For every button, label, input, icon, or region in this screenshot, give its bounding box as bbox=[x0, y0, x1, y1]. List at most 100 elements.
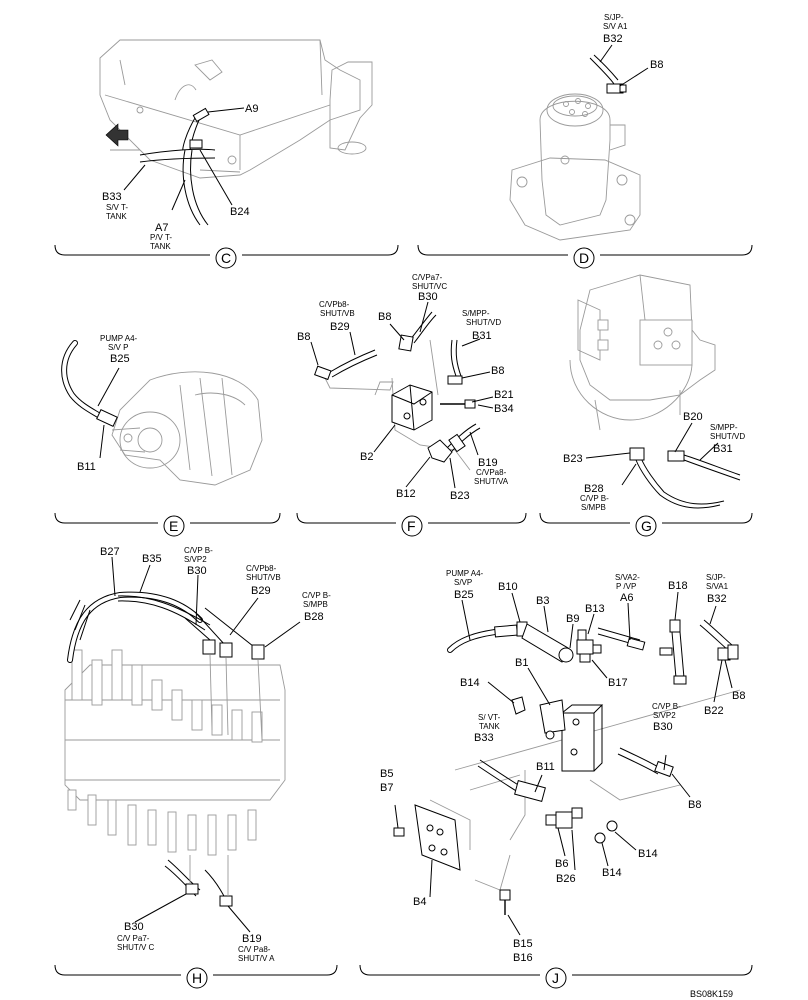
label-b30-j: B30 bbox=[653, 721, 673, 733]
section-d-bracket bbox=[417, 244, 753, 269]
label-b8-f-right: B8 bbox=[491, 365, 504, 377]
section-marker-d: D bbox=[579, 250, 589, 266]
note-f-b31-line1: S/MPP- bbox=[462, 309, 490, 318]
label-b35: B35 bbox=[142, 553, 162, 565]
note-h-b29-line1: C/VPb8- bbox=[246, 564, 277, 573]
section-e-bracket bbox=[54, 512, 281, 537]
label-b14-top: B14 bbox=[460, 677, 480, 689]
note-j-b30-line2: S/VP2 bbox=[653, 711, 676, 720]
label-b14-right: B14 bbox=[638, 848, 658, 860]
label-b1: B1 bbox=[515, 657, 528, 669]
label-b33-j: B33 bbox=[474, 732, 494, 744]
note-f-b19-line2: SHUT/VA bbox=[474, 477, 509, 486]
note-j-b33-line1: S/ VT- bbox=[478, 713, 501, 722]
section-marker-g: G bbox=[641, 518, 652, 534]
note-c-a7-line2: TANK bbox=[150, 242, 171, 251]
section-j-illustration bbox=[393, 619, 741, 915]
section-e-illustration bbox=[61, 340, 263, 486]
label-b12: B12 bbox=[396, 488, 416, 500]
label-b25-j: B25 bbox=[454, 589, 474, 601]
note-d-b32-line1: S/JP- bbox=[604, 13, 624, 22]
note-f-b30-line1: C/VPa7- bbox=[412, 273, 443, 282]
note-h-b28-line1: C/VP B- bbox=[302, 591, 331, 600]
section-d-illustration bbox=[509, 54, 641, 241]
section-j-bracket bbox=[359, 964, 753, 989]
note-g-b28-line1: C/VP B- bbox=[580, 494, 609, 503]
note-j-b30-line1: C/VP B- bbox=[652, 702, 681, 711]
label-b20: B20 bbox=[683, 411, 703, 423]
note-h-b30-line1: C/VP B- bbox=[184, 546, 213, 555]
drawing-reference: BS08K159 bbox=[690, 989, 733, 999]
note-j-b25-line2: S/VP bbox=[454, 578, 472, 587]
label-b8-j-bottom: B8 bbox=[688, 799, 701, 811]
label-b26: B26 bbox=[556, 873, 576, 885]
label-b8-d: B8 bbox=[650, 59, 663, 71]
note-c-b33-line2: TANK bbox=[106, 212, 127, 221]
note-h-b28-line2: S/MPB bbox=[303, 600, 328, 609]
section-f-bracket bbox=[296, 512, 527, 537]
note-e-b25-line1: PUMP A4- bbox=[100, 334, 138, 343]
label-b14-bottom: B14 bbox=[602, 867, 622, 879]
label-b11-e: B11 bbox=[77, 461, 96, 473]
note-j-b32-line1: S/JP- bbox=[706, 573, 726, 582]
label-b31-f: B31 bbox=[472, 330, 492, 342]
section-marker-f: F bbox=[407, 518, 416, 534]
note-j-b25-line1: PUMP A4- bbox=[446, 569, 484, 578]
section-marker-c: C bbox=[221, 250, 231, 266]
label-b22: B22 bbox=[704, 705, 724, 717]
label-b19-f: B19 bbox=[478, 457, 498, 469]
label-b28-h: B28 bbox=[304, 611, 324, 623]
label-b2: B2 bbox=[360, 451, 373, 463]
section-marker-h: H bbox=[192, 970, 202, 986]
note-h-b19-line1: C/V Pa8- bbox=[238, 945, 271, 954]
label-b8-f-top: B8 bbox=[378, 311, 391, 323]
label-b16: B16 bbox=[513, 952, 533, 964]
note-f-b29-line2: SHUT/VB bbox=[320, 309, 355, 318]
section-f-illustration bbox=[314, 311, 481, 471]
label-a6: A6 bbox=[620, 592, 633, 604]
label-b21: B21 bbox=[494, 389, 514, 401]
label-b30-f: B30 bbox=[418, 291, 438, 303]
section-g-bracket bbox=[539, 512, 753, 537]
label-b8-j-top: B8 bbox=[732, 690, 745, 702]
note-h-b29-line2: SHUT/VB bbox=[246, 573, 281, 582]
note-h-b30b-line2: SHUT/V C bbox=[117, 943, 155, 952]
label-b10: B10 bbox=[498, 581, 518, 593]
label-b31-g: B31 bbox=[713, 443, 733, 455]
note-f-b31-line2: SHUT/VD bbox=[466, 318, 501, 327]
label-b9: B9 bbox=[566, 613, 579, 625]
label-b19-h: B19 bbox=[242, 933, 262, 945]
note-f-b30-line2: SHUT/VC bbox=[412, 282, 447, 291]
label-b29-f: B29 bbox=[330, 321, 350, 333]
section-marker-j: J bbox=[552, 970, 559, 986]
label-b11-j: B11 bbox=[536, 761, 555, 773]
label-b15: B15 bbox=[513, 938, 533, 950]
label-a9: A9 bbox=[245, 103, 258, 115]
label-b34: B34 bbox=[494, 403, 514, 415]
label-b32-j: B32 bbox=[707, 593, 727, 605]
label-b5: B5 bbox=[380, 768, 393, 780]
label-b27: B27 bbox=[100, 546, 120, 558]
label-b33-c: B33 bbox=[102, 191, 122, 203]
label-b25-e: B25 bbox=[110, 353, 130, 365]
note-f-b29-line1: C/VPb8- bbox=[319, 300, 350, 309]
section-marker-e: E bbox=[169, 518, 178, 534]
note-h-b30-line2: S/VP2 bbox=[184, 555, 207, 564]
note-g-b28-line2: S/MPB bbox=[581, 503, 606, 512]
label-a7: A7 bbox=[155, 222, 168, 234]
label-b4: B4 bbox=[413, 896, 426, 908]
label-b8-f-left: B8 bbox=[297, 331, 310, 343]
section-h-illustration bbox=[64, 591, 286, 907]
note-h-b30b-line1: C/V Pa7- bbox=[117, 934, 150, 943]
label-b7: B7 bbox=[380, 782, 393, 794]
label-b17: B17 bbox=[608, 677, 628, 689]
note-e-b25-line2: S/V P bbox=[108, 343, 128, 352]
note-j-b32-line2: S/VA1 bbox=[706, 582, 729, 591]
label-b32-d: B32 bbox=[603, 33, 623, 45]
note-g-b31-line2: SHUT/VD bbox=[710, 432, 745, 441]
label-b30-h-bottom: B30 bbox=[124, 921, 144, 933]
note-c-b33-line1: S/V T- bbox=[106, 203, 128, 212]
note-g-b31-line1: S/MPP- bbox=[710, 423, 738, 432]
label-b3: B3 bbox=[536, 595, 549, 607]
